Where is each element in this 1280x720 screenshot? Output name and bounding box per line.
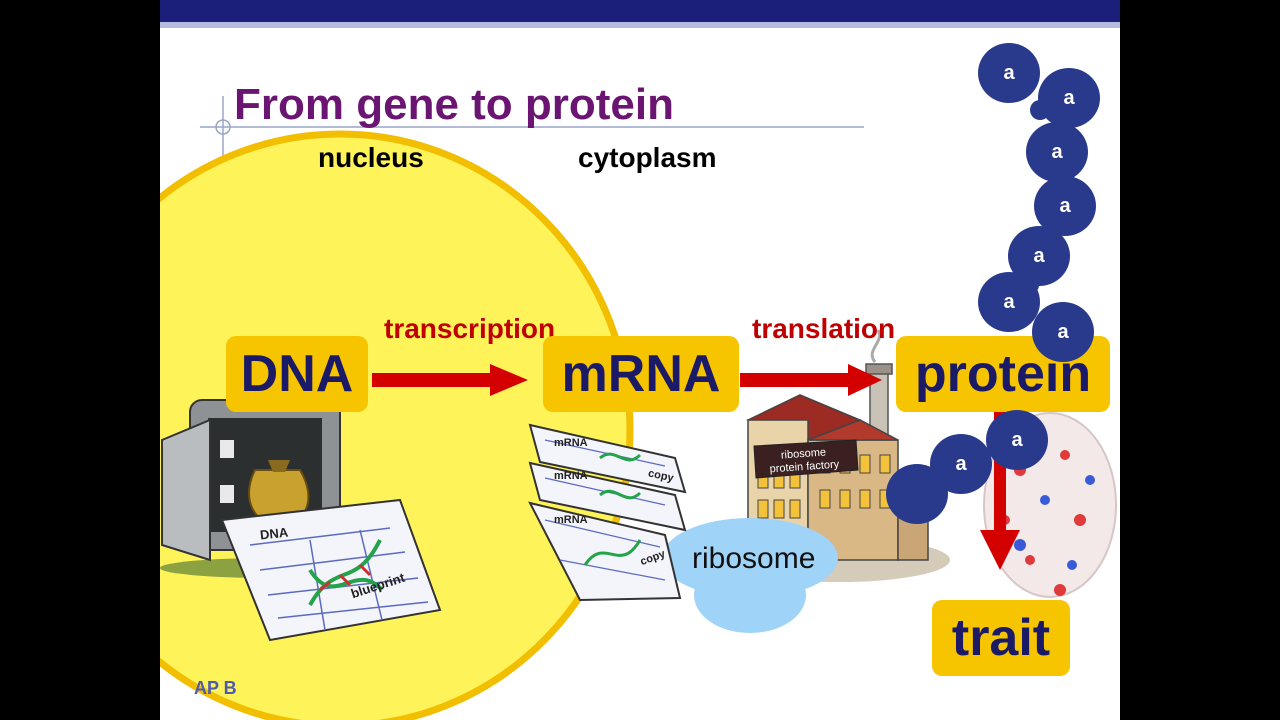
ribosome-label: ribosome (692, 542, 816, 575)
nucleus-label: nucleus (318, 142, 424, 173)
dna-blueprint-illustration (220, 498, 442, 642)
mrna-copy-illustrations (528, 423, 687, 602)
transcription-label: transcription (384, 313, 556, 344)
amino-acid-3: a (1026, 122, 1088, 182)
dna-node: DNA (226, 336, 368, 412)
mrna-copy-title-3: mRNA (554, 514, 588, 526)
mrna-copy-title-2: mRNA (554, 470, 588, 482)
diagram-canvas (160, 96, 1117, 720)
slide: From gene to protein nucleus cytoplasm t… (160, 0, 1120, 720)
dna-blueprint-title: DNA (259, 524, 289, 543)
amino-acid-6: a (978, 272, 1040, 332)
trait-node: trait (932, 600, 1070, 676)
ribosome-shape (662, 518, 838, 633)
amino-acid-1: a (978, 43, 1040, 103)
mrna-copy-title-1: mRNA (554, 437, 588, 449)
slide-top-bar (160, 0, 1120, 22)
slide-title: From gene to protein (234, 80, 674, 129)
amino-acid-10 (886, 464, 948, 524)
amino-acid-2: a (1038, 68, 1100, 128)
cytoplasm-label: cytoplasm (578, 142, 717, 173)
amino-acid-7: a (1032, 302, 1094, 362)
slide-top-shadow (160, 22, 1120, 28)
title-crosshair-ring (215, 119, 231, 135)
slide-footer: AP B (194, 678, 237, 698)
translation-label: translation (752, 313, 896, 344)
amino-acid-8: a (986, 410, 1048, 470)
mrna-node: mRNA (543, 336, 739, 412)
